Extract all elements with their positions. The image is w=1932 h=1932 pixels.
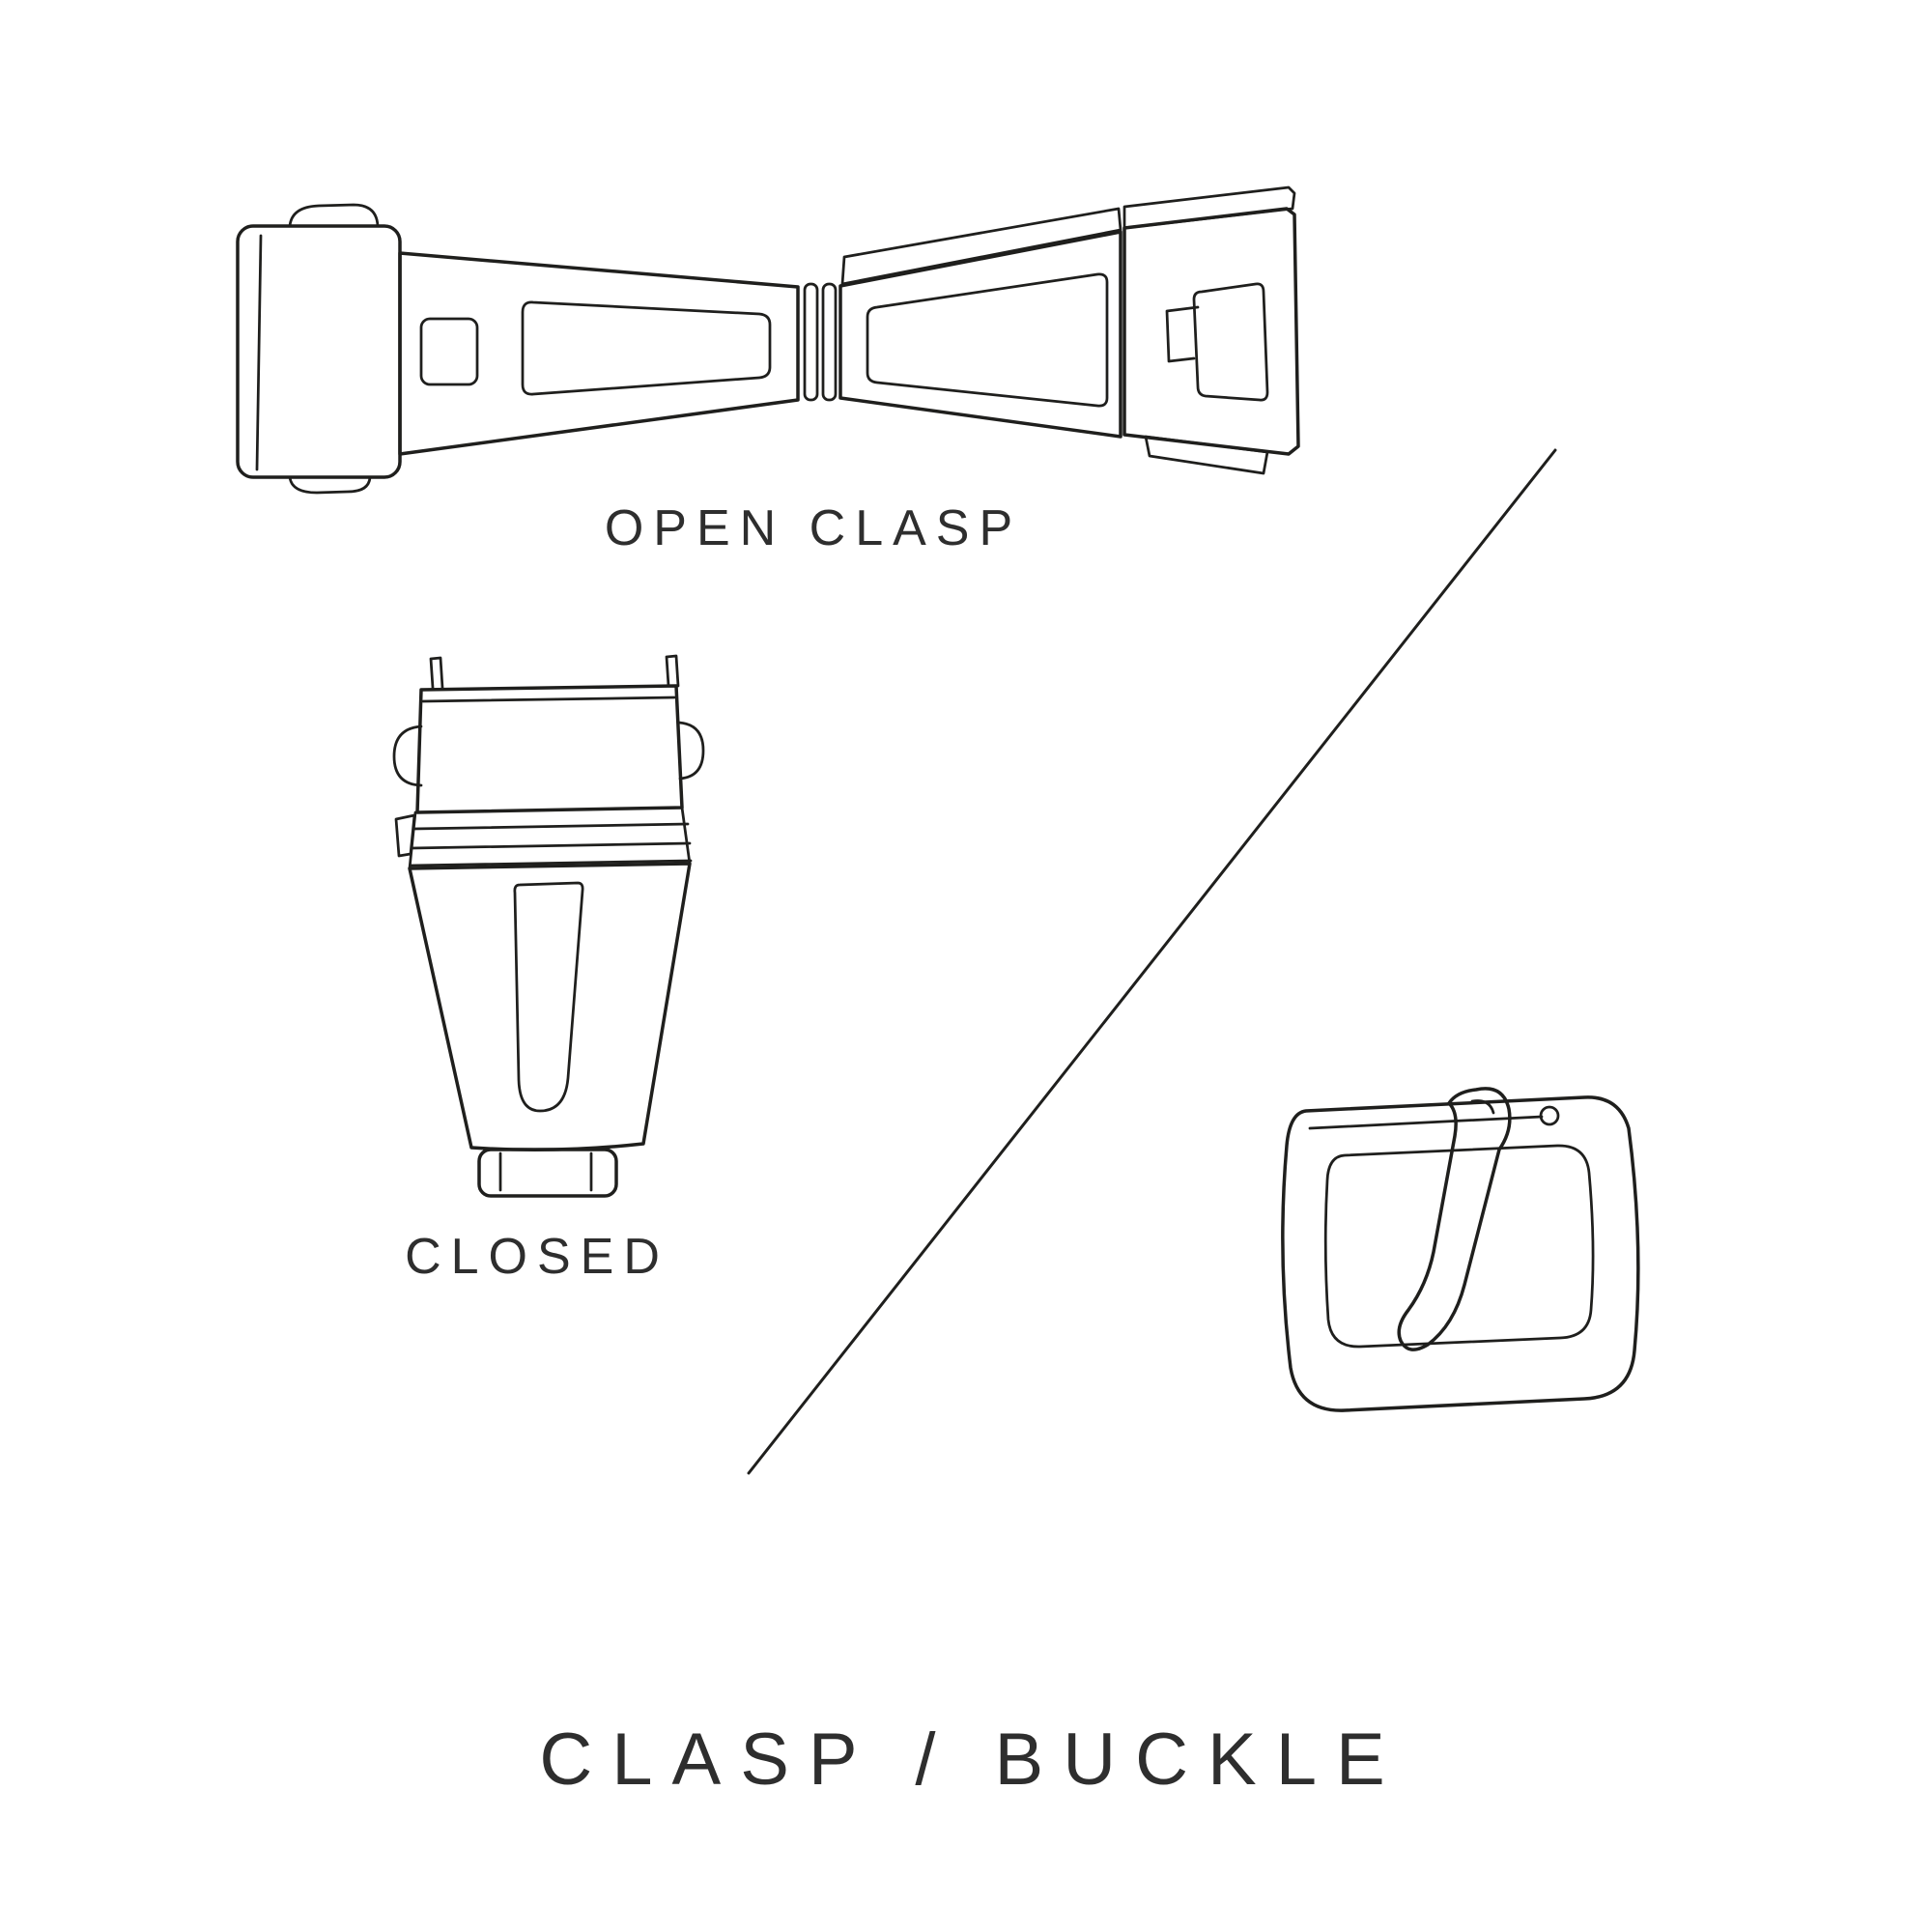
buckle-spring-bar: [1308, 1115, 1544, 1130]
closed-clasp-prong-right: [665, 654, 680, 688]
open-clasp-right-blade-inner-outline: [866, 272, 1109, 408]
closed-clasp-label: CLOSED: [405, 1229, 669, 1285]
open-clasp-right-end-bottom-tab: [1144, 435, 1269, 475]
open-clasp-left-blade-cutout: [419, 317, 479, 386]
closed-clasp-prong-left: [429, 656, 444, 690]
closed-clasp-side-tab-left: [392, 724, 423, 787]
open-clasp-left-blade-inner-outline: [521, 300, 772, 396]
open-clasp-left-end-top-tab: [288, 203, 380, 228]
open-clasp-left-blade: [398, 251, 800, 456]
closed-clasp-side-tab-right: [677, 721, 705, 781]
open-clasp-left-end-inner-line: [255, 234, 263, 471]
closed-clasp-band-line-2: [410, 841, 692, 850]
buckle-frame-opening: [1323, 1144, 1595, 1349]
open-clasp-left-end-bottom-tab: [288, 475, 372, 495]
closed-clasp-body: [408, 862, 692, 1151]
open-clasp-right-end-slot: [1192, 282, 1269, 402]
diagonal-divider-line: [747, 448, 1557, 1475]
closed-clasp-body-slot: [513, 881, 584, 1113]
page-title: CLASP / BUCKLE: [539, 1719, 1405, 1801]
open-clasp-left-end-link: [236, 224, 402, 479]
open-clasp-hinge-pin-right: [821, 282, 838, 402]
closed-clasp-band-line-3: [409, 859, 693, 867]
closed-clasp-illustration: [392, 654, 705, 1198]
closed-clasp-band-line-1: [412, 822, 690, 831]
open-clasp-right-blade: [838, 230, 1122, 439]
buckle-frame-outer: [1281, 1095, 1640, 1412]
buckle-spring-bar-ring: [1539, 1105, 1560, 1126]
open-clasp-right-top-strip: [840, 207, 1122, 286]
open-clasp-right-end-hook: [1165, 305, 1200, 363]
buckle-prong: [1397, 1087, 1512, 1351]
closed-clasp-band-right-edge: [680, 806, 692, 866]
open-clasp-hinge-pin-left: [803, 282, 819, 402]
closed-clasp-corner-piece: [394, 813, 416, 858]
buckle-illustration: [1281, 1087, 1640, 1412]
open-clasp-right-end-link: [1122, 207, 1300, 456]
open-clasp-right-end-top-cap: [1122, 185, 1296, 230]
closed-clasp-top-block-edge-line: [421, 696, 676, 703]
buckle-prong-loop-line: [1470, 1099, 1495, 1115]
open-clasp-illustration: [236, 185, 1300, 495]
closed-clasp-foot: [477, 1148, 618, 1198]
closed-clasp-top-block: [415, 684, 684, 814]
open-clasp-label: OPEN CLASP: [604, 500, 1023, 556]
